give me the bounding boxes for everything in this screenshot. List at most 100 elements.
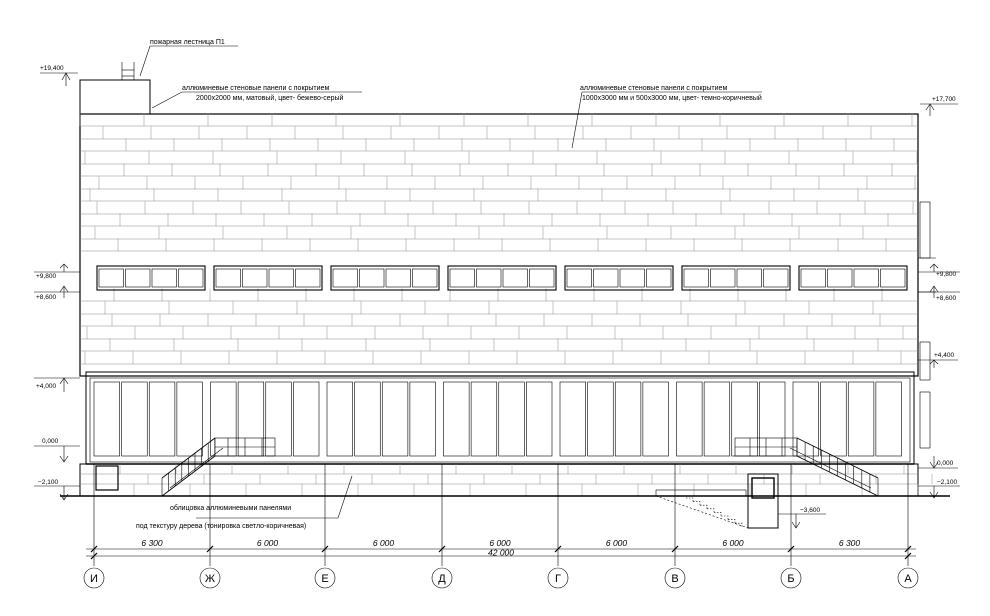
window-pane xyxy=(98,268,124,288)
basement-band xyxy=(79,463,919,497)
dimension-span-label: 6 000 xyxy=(257,538,279,548)
level-8600-left: +8,600 xyxy=(36,294,56,301)
window-pane xyxy=(827,268,853,288)
window-pane xyxy=(566,268,592,288)
basement-panel-grid xyxy=(80,464,933,496)
right-side-elements xyxy=(918,201,936,449)
label-dark-panels-line1: аллюминевые стеновые панели с покрытием xyxy=(580,85,727,92)
annotations: пожарная лестница П1 аллюминевые стеновы… xyxy=(136,39,762,530)
curtain-wall-pane xyxy=(293,381,320,457)
dimension-total-label: 42 000 xyxy=(488,548,514,558)
window-pane xyxy=(215,268,241,288)
axis-bubble xyxy=(547,567,569,589)
level-4400: +4,400 xyxy=(934,352,954,359)
axis-label: А xyxy=(904,573,912,585)
window-pane xyxy=(593,268,619,288)
dimension-span-label: 6 300 xyxy=(839,538,861,548)
curtain-wall-pane xyxy=(875,381,902,457)
level-4000: +4,000 xyxy=(36,383,56,390)
curtain-wall-pane xyxy=(526,381,553,457)
label-light-panels-line2: 2000х2000 мм, матовый, цвет- бежево-серы… xyxy=(196,94,344,102)
curtain-wall-pane xyxy=(237,381,265,457)
axis-bubble xyxy=(314,567,336,589)
window-pane xyxy=(268,268,294,288)
level-0-left: 0,000 xyxy=(42,438,59,445)
pit-step xyxy=(728,519,736,524)
curtain-wall-pane xyxy=(498,381,525,457)
axis-bubble xyxy=(83,567,105,589)
curtain-wall-pane xyxy=(148,381,176,457)
curtain-wall-pane xyxy=(176,381,203,457)
curtain-wall-pane xyxy=(642,381,669,457)
window-pane xyxy=(683,268,709,288)
window-pane xyxy=(412,268,438,288)
axis-label: Б xyxy=(787,573,794,585)
window-pane xyxy=(178,268,204,288)
curtain-wall-pane xyxy=(847,381,875,457)
dimension-span-label: 6 300 xyxy=(141,538,163,548)
label-fire-ladder: пожарная лестница П1 xyxy=(150,39,225,46)
window-pane xyxy=(800,268,826,288)
window-pane xyxy=(295,268,321,288)
level-minus2100-left: −2,100 xyxy=(38,479,58,486)
ground-floor-glazing-frame xyxy=(85,371,915,465)
level-17700: +17,700 xyxy=(932,96,956,103)
window-pane xyxy=(529,268,555,288)
label-cladding-line1: облицовка аллюминевыми панелями xyxy=(170,504,291,512)
curtain-wall-pane xyxy=(93,381,120,457)
curtain-wall-pane xyxy=(759,381,786,457)
pit-step xyxy=(714,512,722,516)
basement-entrance xyxy=(655,473,779,529)
wall-panel-grid xyxy=(79,113,918,365)
fire-ladder-top xyxy=(121,62,135,80)
ground-floor-glazing-inner xyxy=(89,377,911,463)
window-group xyxy=(447,265,557,291)
ground-floor-curtain-wall xyxy=(93,381,902,457)
window-pane xyxy=(710,268,736,288)
window-pane xyxy=(763,268,789,288)
pit-step xyxy=(693,501,701,506)
axis-label: Д xyxy=(438,573,446,585)
level-19400: +19,400 xyxy=(40,65,64,72)
window-group xyxy=(213,265,323,291)
level-minus2100-right: −2,100 xyxy=(937,479,957,486)
window-group xyxy=(564,265,674,291)
basement-window xyxy=(95,465,119,491)
level-9800-left: +9,800 xyxy=(36,273,56,280)
curtain-wall-pane xyxy=(409,381,436,457)
pit-step xyxy=(721,515,729,520)
window-pane xyxy=(125,268,151,288)
left-staircase xyxy=(161,437,276,497)
axis-label: В xyxy=(671,573,678,585)
window-pane xyxy=(736,268,762,288)
label-cladding-line2: под текстуру дерева (тонировка светло-ко… xyxy=(136,523,306,530)
axis-label: Е xyxy=(321,573,328,585)
window-pane xyxy=(646,268,672,288)
upper-ribbon-windows xyxy=(96,265,908,291)
pit-step xyxy=(735,522,743,527)
curtain-wall-pane xyxy=(326,381,353,457)
level-0-right: 0,000 xyxy=(937,460,954,467)
curtain-wall-pane xyxy=(587,381,614,457)
axis-label: Ж xyxy=(205,573,215,585)
axis-bubble xyxy=(664,567,686,589)
curtain-wall-pane xyxy=(820,381,847,457)
level-8600-right: +8,600 xyxy=(936,295,956,302)
window-pane xyxy=(385,268,411,288)
curtain-wall-pane xyxy=(210,381,237,457)
curtain-wall-pane xyxy=(381,381,409,457)
axis-bubble xyxy=(897,567,919,589)
dimension-span-label: 6 000 xyxy=(606,538,628,548)
window-pane xyxy=(502,268,528,288)
window-pane xyxy=(853,268,879,288)
curtain-wall-pane xyxy=(443,381,470,457)
window-pane xyxy=(151,268,177,288)
pit-step xyxy=(700,504,708,509)
window-pane xyxy=(449,268,475,288)
label-light-panels-line1: аллюминевые стеновые панели с покрытием xyxy=(182,85,329,92)
dimension-span-label: 6 000 xyxy=(489,538,511,548)
rooftop-box xyxy=(79,79,151,115)
window-group xyxy=(96,265,206,291)
